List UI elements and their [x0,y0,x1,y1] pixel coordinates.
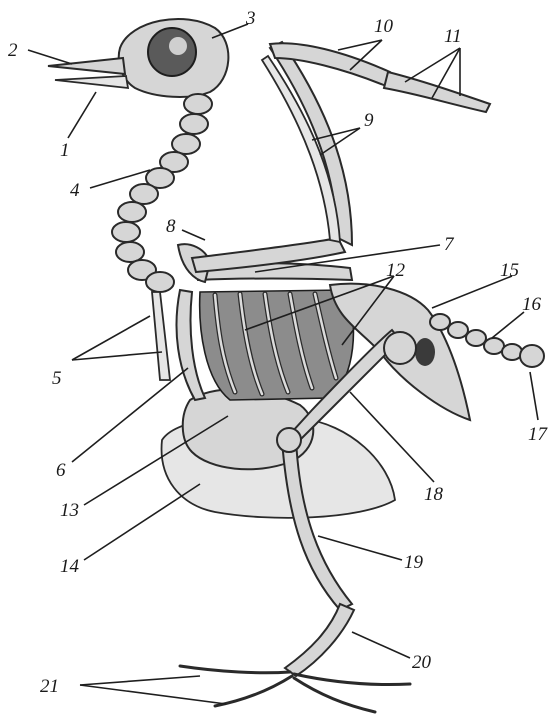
label-11: 11 [444,26,462,47]
label-1: 1 [60,140,70,161]
bird-skeleton-illustration [48,19,544,712]
label-17: 17 [528,424,549,445]
label-19: 19 [404,552,424,573]
label-13: 13 [60,500,79,521]
label-8: 8 [166,216,176,237]
tarsometatarsus [285,604,354,676]
sternal-ribs [152,292,170,380]
label-18: 18 [424,484,444,505]
lower-beak [55,76,128,88]
label-7: 7 [444,234,455,255]
label-2: 2 [8,40,18,61]
rib-cage [200,290,354,400]
label-21: 21 [40,676,59,697]
wing-digits [384,72,490,112]
label-9: 9 [364,110,374,131]
label-20: 20 [412,652,432,673]
label-15: 15 [500,260,519,281]
label-10: 10 [374,16,394,37]
pygostyle [520,345,544,367]
label-16: 16 [522,294,542,315]
label-3: 3 [245,8,256,29]
label-12: 12 [386,260,406,281]
label-5: 5 [52,368,62,389]
label-4: 4 [70,180,80,201]
label-6: 6 [56,460,66,481]
toes [180,666,410,712]
label-14: 14 [60,556,80,577]
